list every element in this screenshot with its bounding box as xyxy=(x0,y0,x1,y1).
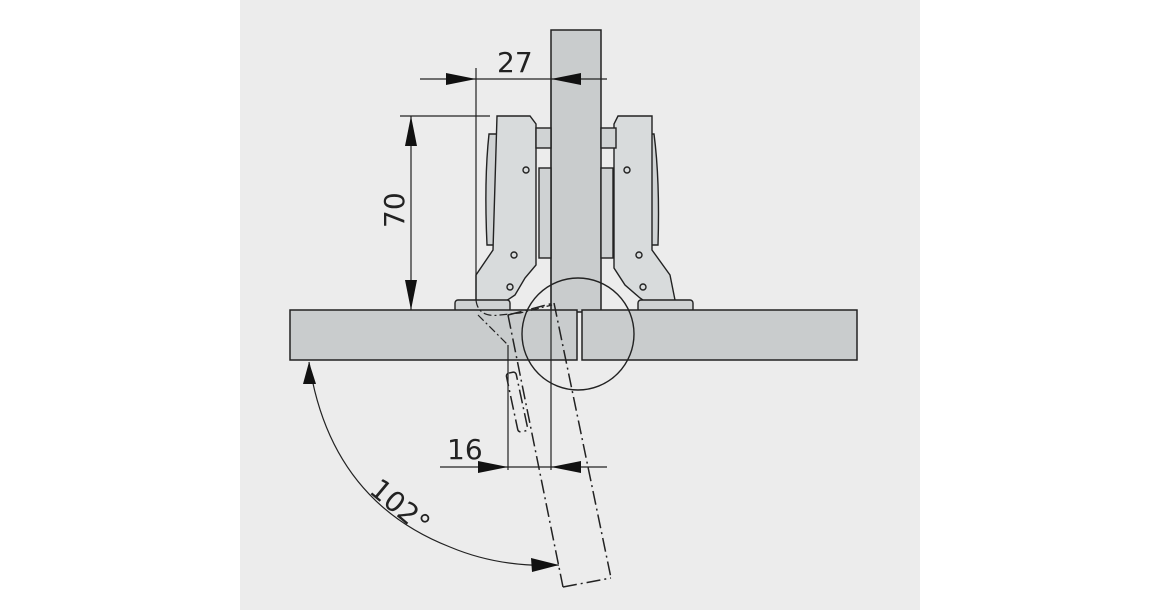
hinge-swing-path xyxy=(475,299,553,346)
dimension-label-102: 102° xyxy=(364,472,437,541)
right-door xyxy=(581,309,858,361)
dimension-label-70: 70 xyxy=(378,192,411,228)
dimension-label-16: 16 xyxy=(447,433,483,466)
detail-circle xyxy=(521,277,635,391)
dimension-27: 27 xyxy=(420,46,607,85)
left-hinge xyxy=(454,115,552,313)
dimension-16: 16 xyxy=(440,433,607,473)
dimension-70: 70 xyxy=(378,116,417,310)
open-door xyxy=(505,302,612,588)
left-door xyxy=(289,309,578,361)
dimension-label-27: 27 xyxy=(497,46,533,79)
right-hinge xyxy=(600,115,694,313)
center-partition xyxy=(550,29,602,313)
